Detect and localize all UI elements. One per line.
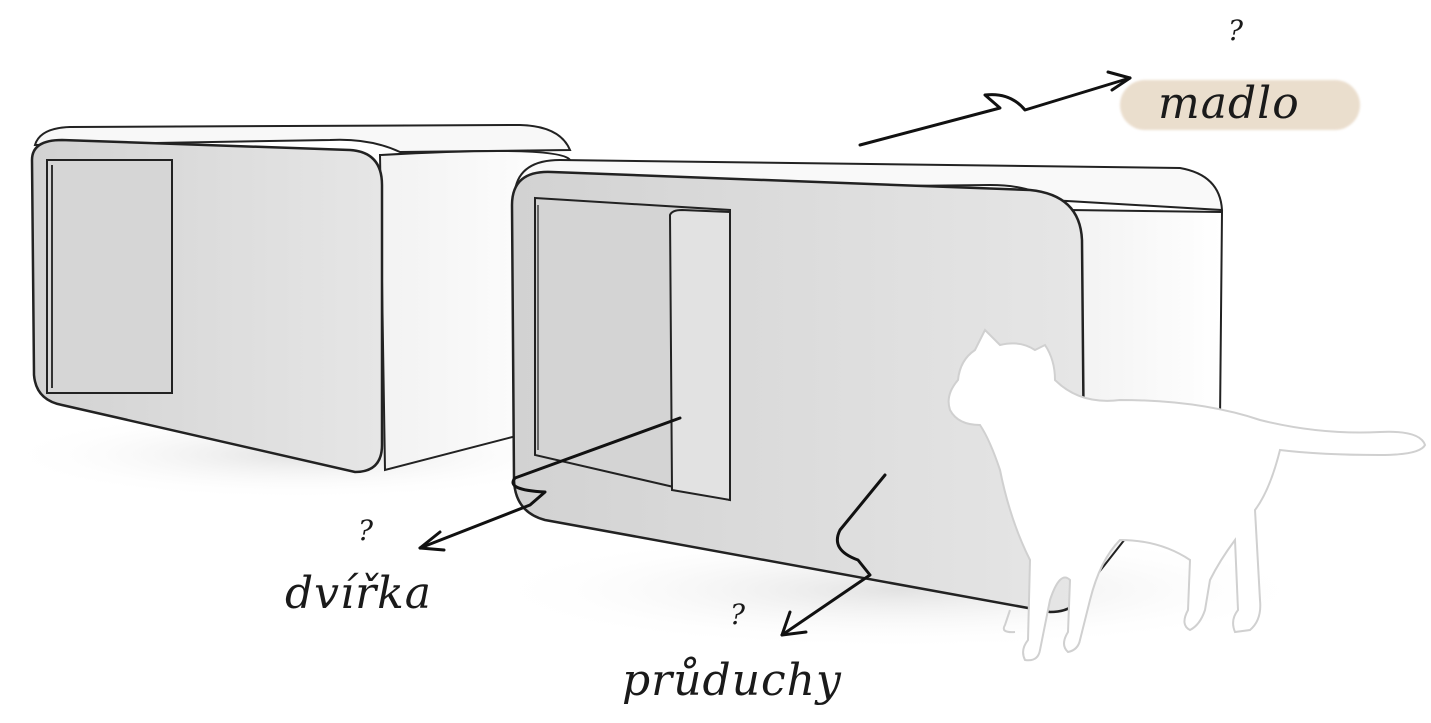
arrow-dvirka: [418, 416, 682, 550]
arrow-pruduchy: [780, 473, 887, 637]
annotation-arrows: [418, 70, 1132, 637]
ground-shadow-right: [480, 530, 1320, 650]
label-pruduchy: průduchy: [622, 655, 842, 706]
label-madlo: madlo: [1158, 78, 1300, 129]
question-mark-madlo: ?: [1228, 14, 1244, 47]
house-left-top: [33, 123, 572, 154]
cat-house-left: [30, 123, 572, 474]
madlo-highlight: [1120, 80, 1360, 130]
cat-silhouette: [947, 328, 1427, 662]
house-right-door-panel: [668, 208, 731, 502]
question-mark-dvirka: ?: [358, 514, 374, 547]
question-mark-pruduchy: ?: [730, 598, 746, 631]
house-left-door: [46, 159, 173, 394]
label-dvirka: dvířka: [285, 568, 433, 619]
cat-house-right: [510, 158, 1224, 614]
arrow-madlo: [858, 76, 1132, 147]
